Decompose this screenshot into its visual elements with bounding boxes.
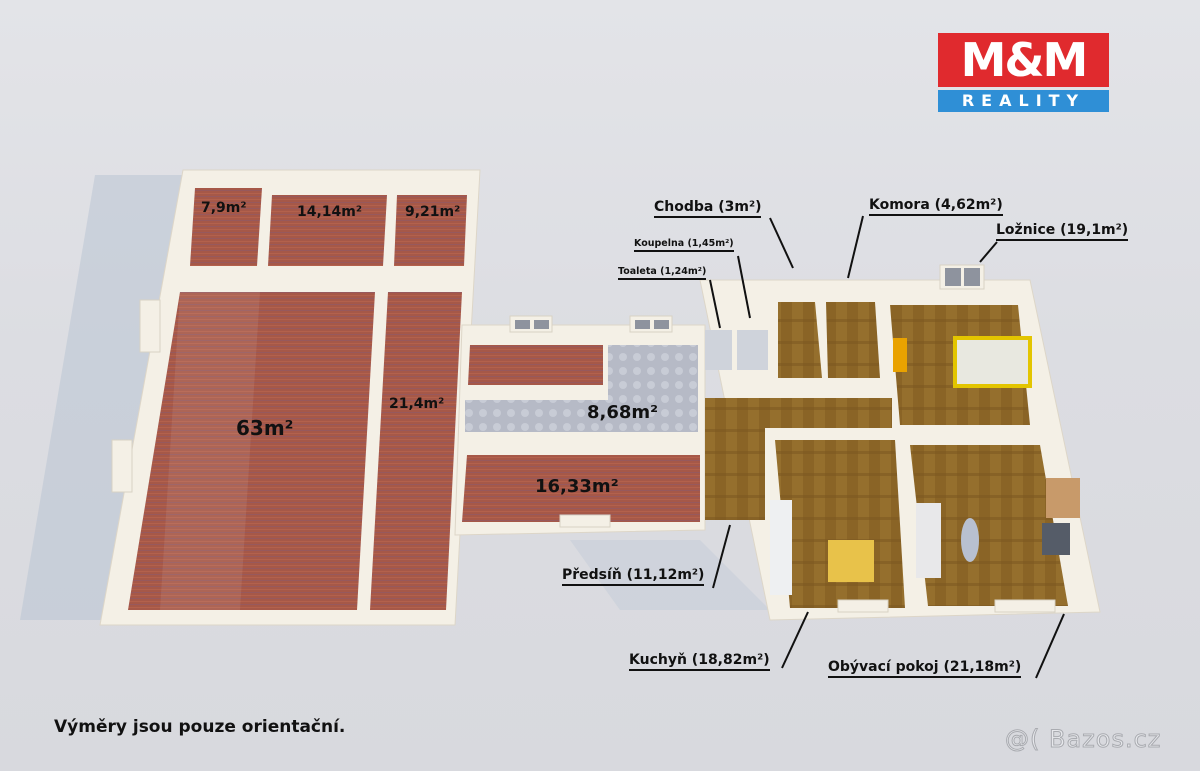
room-west-small-3-floor (394, 195, 467, 266)
room-middle-tiled-floor (465, 345, 698, 432)
shadow (20, 175, 185, 620)
room-area-label: 7,9m² (201, 200, 247, 216)
dining-table (828, 540, 874, 582)
callout-komora: Komora (4,62m²) (869, 197, 1003, 216)
kitchen-counter (770, 500, 792, 595)
room-middle-north-floor (468, 345, 603, 385)
coffee-table (961, 518, 979, 562)
callout-loznice: Ložnice (19,1m²) (996, 222, 1129, 241)
room-area-label: 63m² (236, 416, 294, 440)
callout-chodba: Chodba (3m²) (654, 199, 762, 218)
room-west-large-sun (160, 292, 260, 610)
room-area-label: 8,68m² (587, 402, 659, 423)
bazos-watermark: @( Bazos.cz (1004, 725, 1162, 754)
callout-koupelna: Koupelna (1,45m²) (634, 238, 734, 252)
obyvaci-floor (910, 445, 1068, 606)
komora-floor (826, 302, 880, 378)
chodba-floor (778, 302, 822, 378)
room-west-large-floor (128, 292, 375, 610)
room-area-label: 16,33m² (535, 476, 619, 497)
room-area-label: 21,4m² (389, 396, 445, 412)
logo-brand-top: M&M (938, 33, 1109, 87)
callout-leaders (709, 215, 1065, 679)
predsin-floor (705, 398, 892, 520)
callout-predsin: Předsíň (11,12m²) (562, 567, 705, 586)
shadow (570, 540, 770, 610)
callout-toaleta: Toaleta (1,24m²) (618, 266, 707, 280)
mm-reality-logo: M&M REALITY (938, 33, 1109, 112)
callout-kuchyn: Kuchyň (18,82m²) (629, 652, 770, 671)
room-middle-south-floor (462, 455, 700, 522)
bed (953, 336, 1032, 388)
room-area-label: 14,14m² (297, 204, 363, 220)
bathroom-floor (737, 330, 768, 370)
room-west-small-1-floor (190, 188, 262, 266)
bookshelf (1046, 478, 1080, 518)
disclaimer-note: Výměry jsou pouze orientační. (54, 717, 346, 737)
wardrobe (893, 338, 907, 372)
sofa (916, 503, 941, 578)
armchair (1042, 523, 1070, 555)
room-west-small-2-floor (268, 195, 387, 266)
room-west-corridor-floor (370, 292, 462, 610)
room-area-label: 9,21m² (405, 204, 461, 220)
callout-obyvaci-pokoj: Obývací pokoj (21,18m²) (828, 659, 1022, 678)
kuchyn-floor (775, 440, 905, 608)
toilet-floor (705, 330, 732, 370)
logo-brand-bottom: REALITY (938, 90, 1109, 112)
